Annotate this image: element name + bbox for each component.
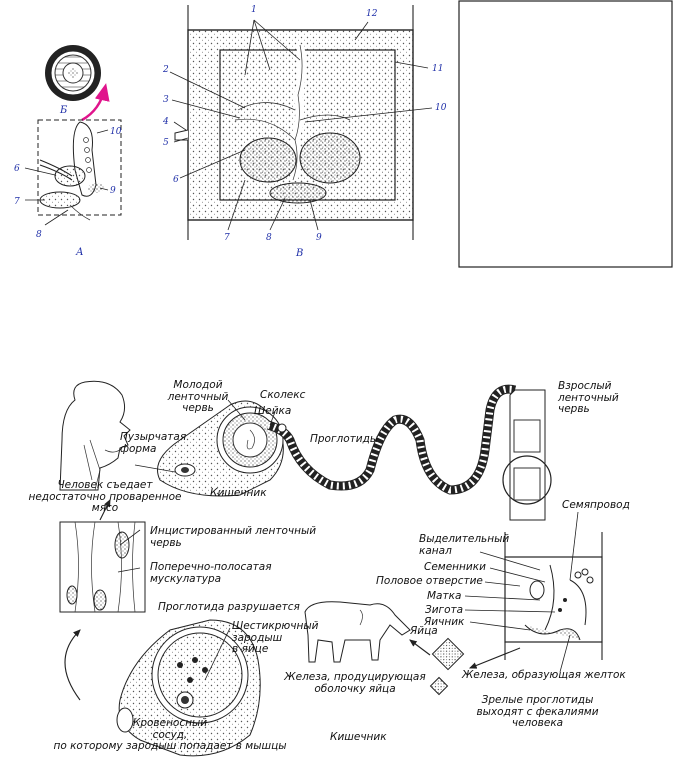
cow	[304, 601, 411, 663]
label-genital-pore: Половое отверстие	[376, 575, 483, 587]
v-number-7: 7	[224, 233, 230, 243]
a-number-9: 9	[110, 186, 116, 196]
v-number-12: 12	[366, 9, 378, 19]
v-number-2: 2	[162, 65, 169, 75]
v-number-8: 8	[266, 233, 272, 243]
v-number-4: 4	[162, 117, 169, 127]
v-number-1: 1	[251, 5, 257, 15]
v-number-3: 3	[163, 95, 169, 105]
a-number-10: 10	[110, 127, 122, 137]
label-proglottid-breaks: Проглотида разрушается	[158, 601, 300, 613]
panel-a-callouts	[24, 129, 109, 226]
label-encysted: Инцистированный ленточный червь	[150, 525, 317, 549]
panel-a	[37, 119, 122, 221]
panel-label-b: Б	[59, 105, 68, 116]
life-cycle-callouts	[117, 399, 579, 681]
label-uterus: Матка	[427, 590, 462, 602]
label-yolk-gland: Железа, образующая желток	[462, 669, 626, 681]
label-zygote: Зигота	[425, 604, 464, 616]
cycle-arrows	[64, 499, 521, 701]
label-human-eats: Человек съедает недостаточно проваренное…	[28, 479, 182, 514]
label-scolex: Сколекс	[260, 389, 306, 401]
label-sperm-duct: Семяпровод	[562, 499, 630, 511]
egg-cluster-small	[429, 676, 449, 696]
life-cycle-diagram	[59, 380, 603, 757]
v-number-6: 6	[173, 175, 179, 185]
intestine-top	[157, 400, 284, 497]
panel-label-v: В	[295, 248, 303, 259]
label-young-worm: Молодой ленточный червь	[167, 379, 229, 414]
label-intestine-bottom: Кишечник	[330, 731, 387, 743]
panel-label-a: А	[75, 247, 84, 258]
v-number-9: 9	[316, 233, 322, 243]
human-head	[59, 380, 131, 491]
a-number-8: 8	[36, 230, 42, 240]
v-number-5: 5	[163, 138, 169, 148]
label-excretory: Выделительный канал	[419, 533, 510, 557]
top-figure: Б 10 6 7 8 9 А	[14, 0, 673, 268]
label-striated: Поперечно-полосатая мускулатура	[150, 561, 272, 585]
egg-cluster-large	[431, 637, 465, 671]
label-intestine-top: Кишечник	[210, 487, 267, 499]
empty-frame	[458, 0, 673, 268]
label-hexacanth: Шестикрючный зародыш в яйце	[232, 620, 319, 655]
v-number-10: 10	[435, 103, 447, 113]
label-ovary: Яичник	[424, 616, 465, 628]
label-proglottids: Проглотиды	[310, 433, 379, 445]
panel-v-callouts	[169, 19, 433, 231]
panel-b-cross-section	[45, 45, 101, 101]
label-shell-gland: Железа, продуцирующая оболочку яйца	[284, 671, 426, 695]
label-mature-proglottids: Зрелые проглотиды выходят с фекалиями че…	[476, 694, 599, 729]
label-adult-worm: Взрослый ленточный червь	[558, 380, 619, 415]
intestine-bottom	[116, 619, 261, 757]
a-number-6: 6	[14, 164, 20, 174]
pink-arrow	[81, 83, 110, 122]
label-blood-vessel: Кровеносный сосуд, по которому зародыш п…	[53, 717, 287, 752]
label-eggs: Яйца	[410, 625, 438, 637]
mature-proglottid	[504, 532, 603, 660]
tapeworm-chain	[266, 384, 552, 521]
label-testes: Семенники	[424, 561, 486, 573]
v-number-11: 11	[432, 64, 443, 74]
label-bladder: Пузырчатая форма	[120, 431, 187, 455]
a-number-7: 7	[14, 197, 20, 207]
label-neck: Шейка	[254, 405, 292, 417]
panel-v-proglottid	[174, 5, 414, 240]
